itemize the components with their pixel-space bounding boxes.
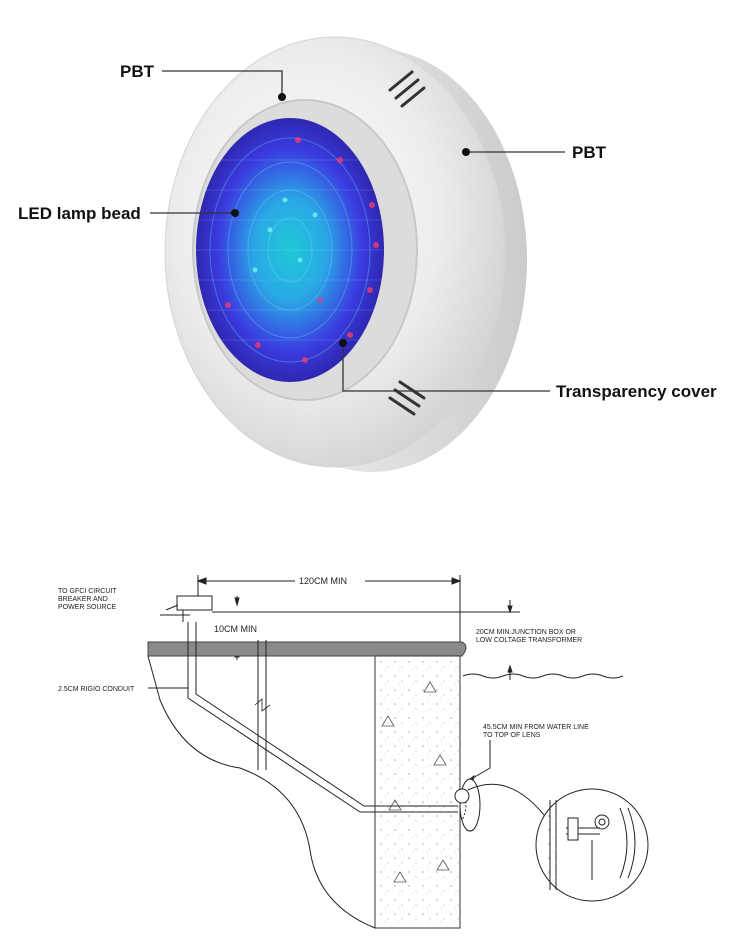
pool-light-illustration: PBT PBT LED lamp bead Transparency cover <box>18 36 717 472</box>
callout-led-bead: LED lamp bead <box>18 204 239 223</box>
pool-wall <box>374 655 461 929</box>
callout-cover: Transparency cover <box>339 339 717 401</box>
callout-pbt-top: PBT <box>120 62 286 101</box>
junction-box <box>176 595 213 611</box>
waterline-line-2: TO TOP OF LENS <box>483 732 541 739</box>
waterline-line-1: 45.5CM MIN FROM WATER LINE <box>483 724 589 731</box>
svg-text:LED lamp bead: LED lamp bead <box>18 204 141 223</box>
conduit-label: 2.5CM RIGIO CONDUIT <box>58 686 135 693</box>
gfci-line-1: TO GFCI CIRCUIT <box>58 588 117 595</box>
svg-text:PBT: PBT <box>572 143 607 162</box>
installation-diagram <box>147 575 649 929</box>
gfci-line-3: POWER SOURCE <box>58 604 117 611</box>
lens <box>194 118 386 382</box>
pool-deck <box>147 641 467 657</box>
dimension-120cm: 120CM MIN <box>299 576 347 586</box>
svg-text:Transparency cover: Transparency cover <box>556 382 717 401</box>
gfci-line-2: BREAKER AND <box>58 596 108 603</box>
ground-profile <box>147 655 376 929</box>
water-line <box>462 673 624 679</box>
dimension-10cm: 10CM MIN <box>214 624 257 634</box>
callout-pbt-right: PBT <box>462 143 607 162</box>
detail-callout <box>535 788 649 902</box>
conduit <box>187 622 458 813</box>
svg-text:PBT: PBT <box>120 62 155 81</box>
installation-labels: TO GFCI CIRCUIT BREAKER AND POWER SOURCE… <box>58 576 589 739</box>
junction-line-1: 20CM MIN.JUNCTION BOX OR <box>476 629 576 636</box>
vent-top <box>388 70 426 108</box>
fixture-installed <box>454 778 481 832</box>
junction-line-2: LOW COLTAGE TRANSFORMER <box>476 637 582 644</box>
vent-bottom <box>388 380 426 416</box>
